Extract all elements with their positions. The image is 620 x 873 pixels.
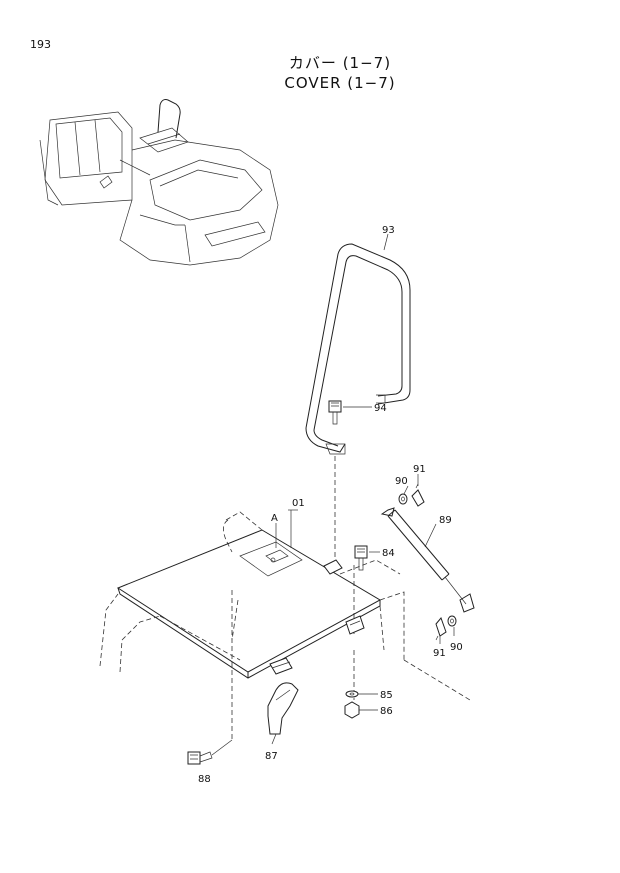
title-english: COVER (1−7) <box>284 74 396 92</box>
label-A: A <box>271 513 278 524</box>
page-number: 193 <box>30 38 51 51</box>
washer-90-lower <box>447 615 457 627</box>
excavator-overview <box>39 99 279 266</box>
handrail-93 <box>305 243 411 455</box>
title-japanese: カバー (1−7) <box>288 54 392 72</box>
bracket-87 <box>267 682 299 735</box>
label-85: 85 <box>380 690 393 701</box>
bolt-94 <box>328 400 372 425</box>
label-84: 84 <box>382 548 395 559</box>
label-94: 94 <box>374 403 387 414</box>
washer-85 <box>345 690 378 698</box>
label-89: 89 <box>439 515 452 526</box>
label-90-upper: 90 <box>395 476 408 487</box>
machine-body-outline <box>99 511 471 701</box>
label-91-upper: 91 <box>413 464 426 475</box>
bolt-84 <box>354 545 380 571</box>
clip-91-upper <box>411 483 425 507</box>
label-90-lower: 90 <box>450 642 463 653</box>
nut-86 <box>344 701 378 719</box>
washer-90-upper <box>398 493 408 505</box>
label-88: 88 <box>198 774 211 785</box>
striker-bracket <box>345 615 365 635</box>
label-86: 86 <box>380 706 393 717</box>
leader-lines <box>271 233 455 745</box>
label-87: 87 <box>265 751 278 762</box>
clip-91-lower <box>435 617 447 641</box>
label-01: 01 <box>292 498 305 509</box>
cover-panel-01 <box>116 529 382 679</box>
bolt-88 <box>187 739 233 765</box>
label-91-lower: 91 <box>433 648 446 659</box>
label-93: 93 <box>382 225 395 236</box>
gas-spring-89 <box>380 507 475 613</box>
